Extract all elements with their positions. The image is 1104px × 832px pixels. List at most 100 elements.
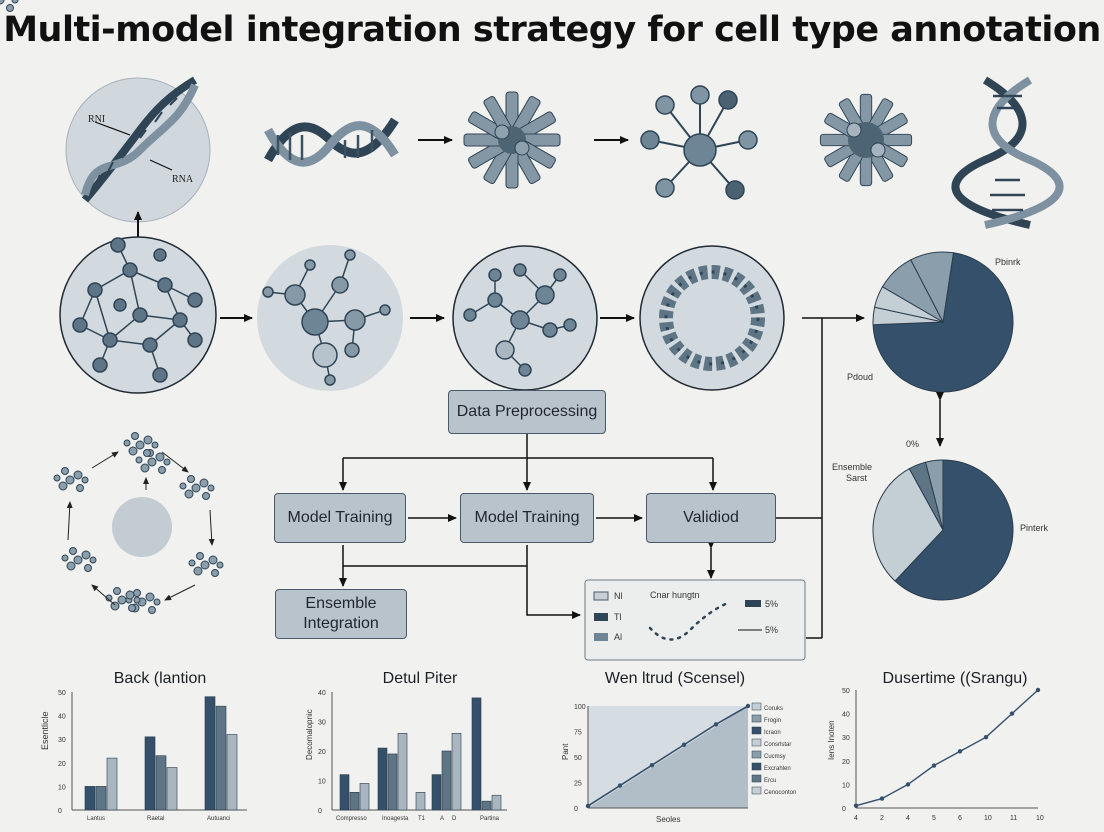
- data-point: [957, 749, 963, 754]
- y-tick-label: 40: [318, 690, 326, 697]
- legend-item-2: Tl: [614, 612, 622, 622]
- x-tick-label: D: [452, 816, 457, 822]
- legend-swatch: [751, 738, 762, 747]
- data-point: [879, 796, 885, 801]
- y-tick-label: 0: [842, 806, 846, 813]
- bar: [387, 753, 398, 811]
- pie-slice-1: [872, 467, 944, 582]
- pie-bottom-label-1: Ensemble: [832, 462, 872, 472]
- data-point: [617, 783, 623, 788]
- y-tick-label: 40: [58, 714, 66, 721]
- y-tick-label: 40: [842, 712, 850, 719]
- bar: [397, 732, 408, 811]
- pie-slice-4: [910, 251, 955, 324]
- chart-2-title: Detul Piter: [382, 670, 458, 687]
- bar: [144, 736, 156, 811]
- y-tick-label: 0: [58, 808, 62, 815]
- y-tick-label: 30: [842, 735, 850, 742]
- y-tick-label: 10: [318, 779, 326, 786]
- pie-bottom-label-2: Sarst: [846, 473, 868, 483]
- y-tick-label: 30: [318, 720, 326, 727]
- sparse-network-circle-icon: [257, 245, 403, 391]
- pie-slice-0: [894, 459, 1014, 601]
- bar: [204, 696, 216, 811]
- x-tick-label: Raetal: [147, 816, 164, 822]
- data-point: [905, 782, 911, 787]
- network-circle-icon: [452, 245, 598, 391]
- x-tick-label: 4: [906, 815, 910, 822]
- data-point: [745, 703, 751, 709]
- chart-4-title: Dusertime ((Srangu): [882, 670, 1028, 687]
- series-line: [855, 689, 1039, 807]
- bar: [415, 791, 426, 811]
- dna-strand-icon: [264, 117, 399, 167]
- protein-aggregate-icon: [819, 93, 913, 187]
- bar: [226, 734, 238, 811]
- legend-item-1: Nl: [614, 591, 623, 601]
- data-point: [585, 803, 591, 809]
- legend-label: Frogin: [764, 718, 781, 724]
- legend-right-1: 5%: [765, 599, 778, 609]
- model-training-box-2: Model Training: [460, 493, 594, 543]
- y-axis-label: Pant: [561, 743, 570, 760]
- dense-network-circle-icon: [59, 236, 217, 394]
- ensemble-label-line1: Ensemble: [305, 595, 377, 612]
- legend-right-2: 5%: [765, 625, 778, 635]
- bar: [491, 794, 502, 811]
- data-point: [649, 762, 655, 768]
- pie-chart-bottom: [872, 459, 1014, 601]
- pie-bottom-label-0: 0%: [906, 439, 919, 449]
- legend-swatch: [751, 762, 762, 771]
- data-point: [713, 722, 719, 727]
- x-tick-label: A: [440, 816, 444, 822]
- y-tick-label: 20: [842, 759, 850, 766]
- model-training-box-1: Model Training: [274, 493, 406, 543]
- legend-panel-title: Cnar hungtn: [650, 590, 700, 600]
- legend-label: Icraon: [764, 730, 781, 736]
- legend-label: Excrahlen: [764, 766, 791, 772]
- vertical-dna-icon: [951, 76, 1064, 229]
- bar: [349, 791, 360, 811]
- series-line: [587, 705, 749, 807]
- bar: [481, 800, 492, 811]
- bar: [441, 750, 452, 811]
- bar: [431, 774, 442, 811]
- y-tick-label: 50: [574, 755, 582, 762]
- dna-circle-icon: RNI RNA: [65, 76, 211, 223]
- data-point: [931, 763, 937, 768]
- pie-top-label-2: Pdoud: [847, 372, 873, 382]
- bar: [215, 705, 227, 811]
- pie-top-label-1: Pbinrk: [995, 257, 1021, 267]
- pie-chart-top: [872, 251, 1014, 393]
- y-tick-label: 50: [842, 688, 850, 695]
- y-tick-label: 20: [58, 761, 66, 768]
- legend-swatch: [751, 750, 762, 759]
- legend-label: Cucmsy: [764, 754, 786, 760]
- y-axis-label: Esentlicle: [40, 711, 50, 750]
- x-tick-label: 2: [880, 815, 884, 822]
- y-tick-label: 100: [574, 704, 586, 711]
- data-point: [853, 803, 859, 808]
- y-tick-label: 0: [318, 808, 322, 815]
- line-chart-1: 0255075100PantSeolesCoruksFroginIcraonCo…: [561, 702, 796, 824]
- pie-bottom-label-3: Pinterk: [1020, 523, 1049, 533]
- dna-label-bottom: RNA: [172, 174, 194, 185]
- x-tick-label: Lantus: [87, 816, 105, 822]
- x-tick-label: 10: [984, 815, 992, 822]
- data-point: [983, 735, 989, 740]
- ensemble-integration-box: Ensemble Integration: [275, 589, 407, 639]
- legend-label: Consrlstar: [764, 742, 791, 748]
- y-tick-label: 10: [58, 784, 66, 791]
- ensemble-label-line2: Integration: [303, 615, 379, 632]
- x-tick-label: 6: [958, 815, 962, 822]
- model-training-label-2: Model Training: [474, 509, 580, 526]
- y-axis-label: Iens Inoten: [827, 720, 836, 760]
- pie-slice-3: [924, 459, 944, 531]
- network-node-icon: [640, 85, 758, 200]
- y-tick-label: 0: [574, 806, 578, 813]
- protein-ring-circle-icon: [639, 245, 785, 391]
- legend-swatch: [751, 774, 762, 783]
- bar: [359, 783, 370, 811]
- molecule-ring-icon: [0, 0, 224, 614]
